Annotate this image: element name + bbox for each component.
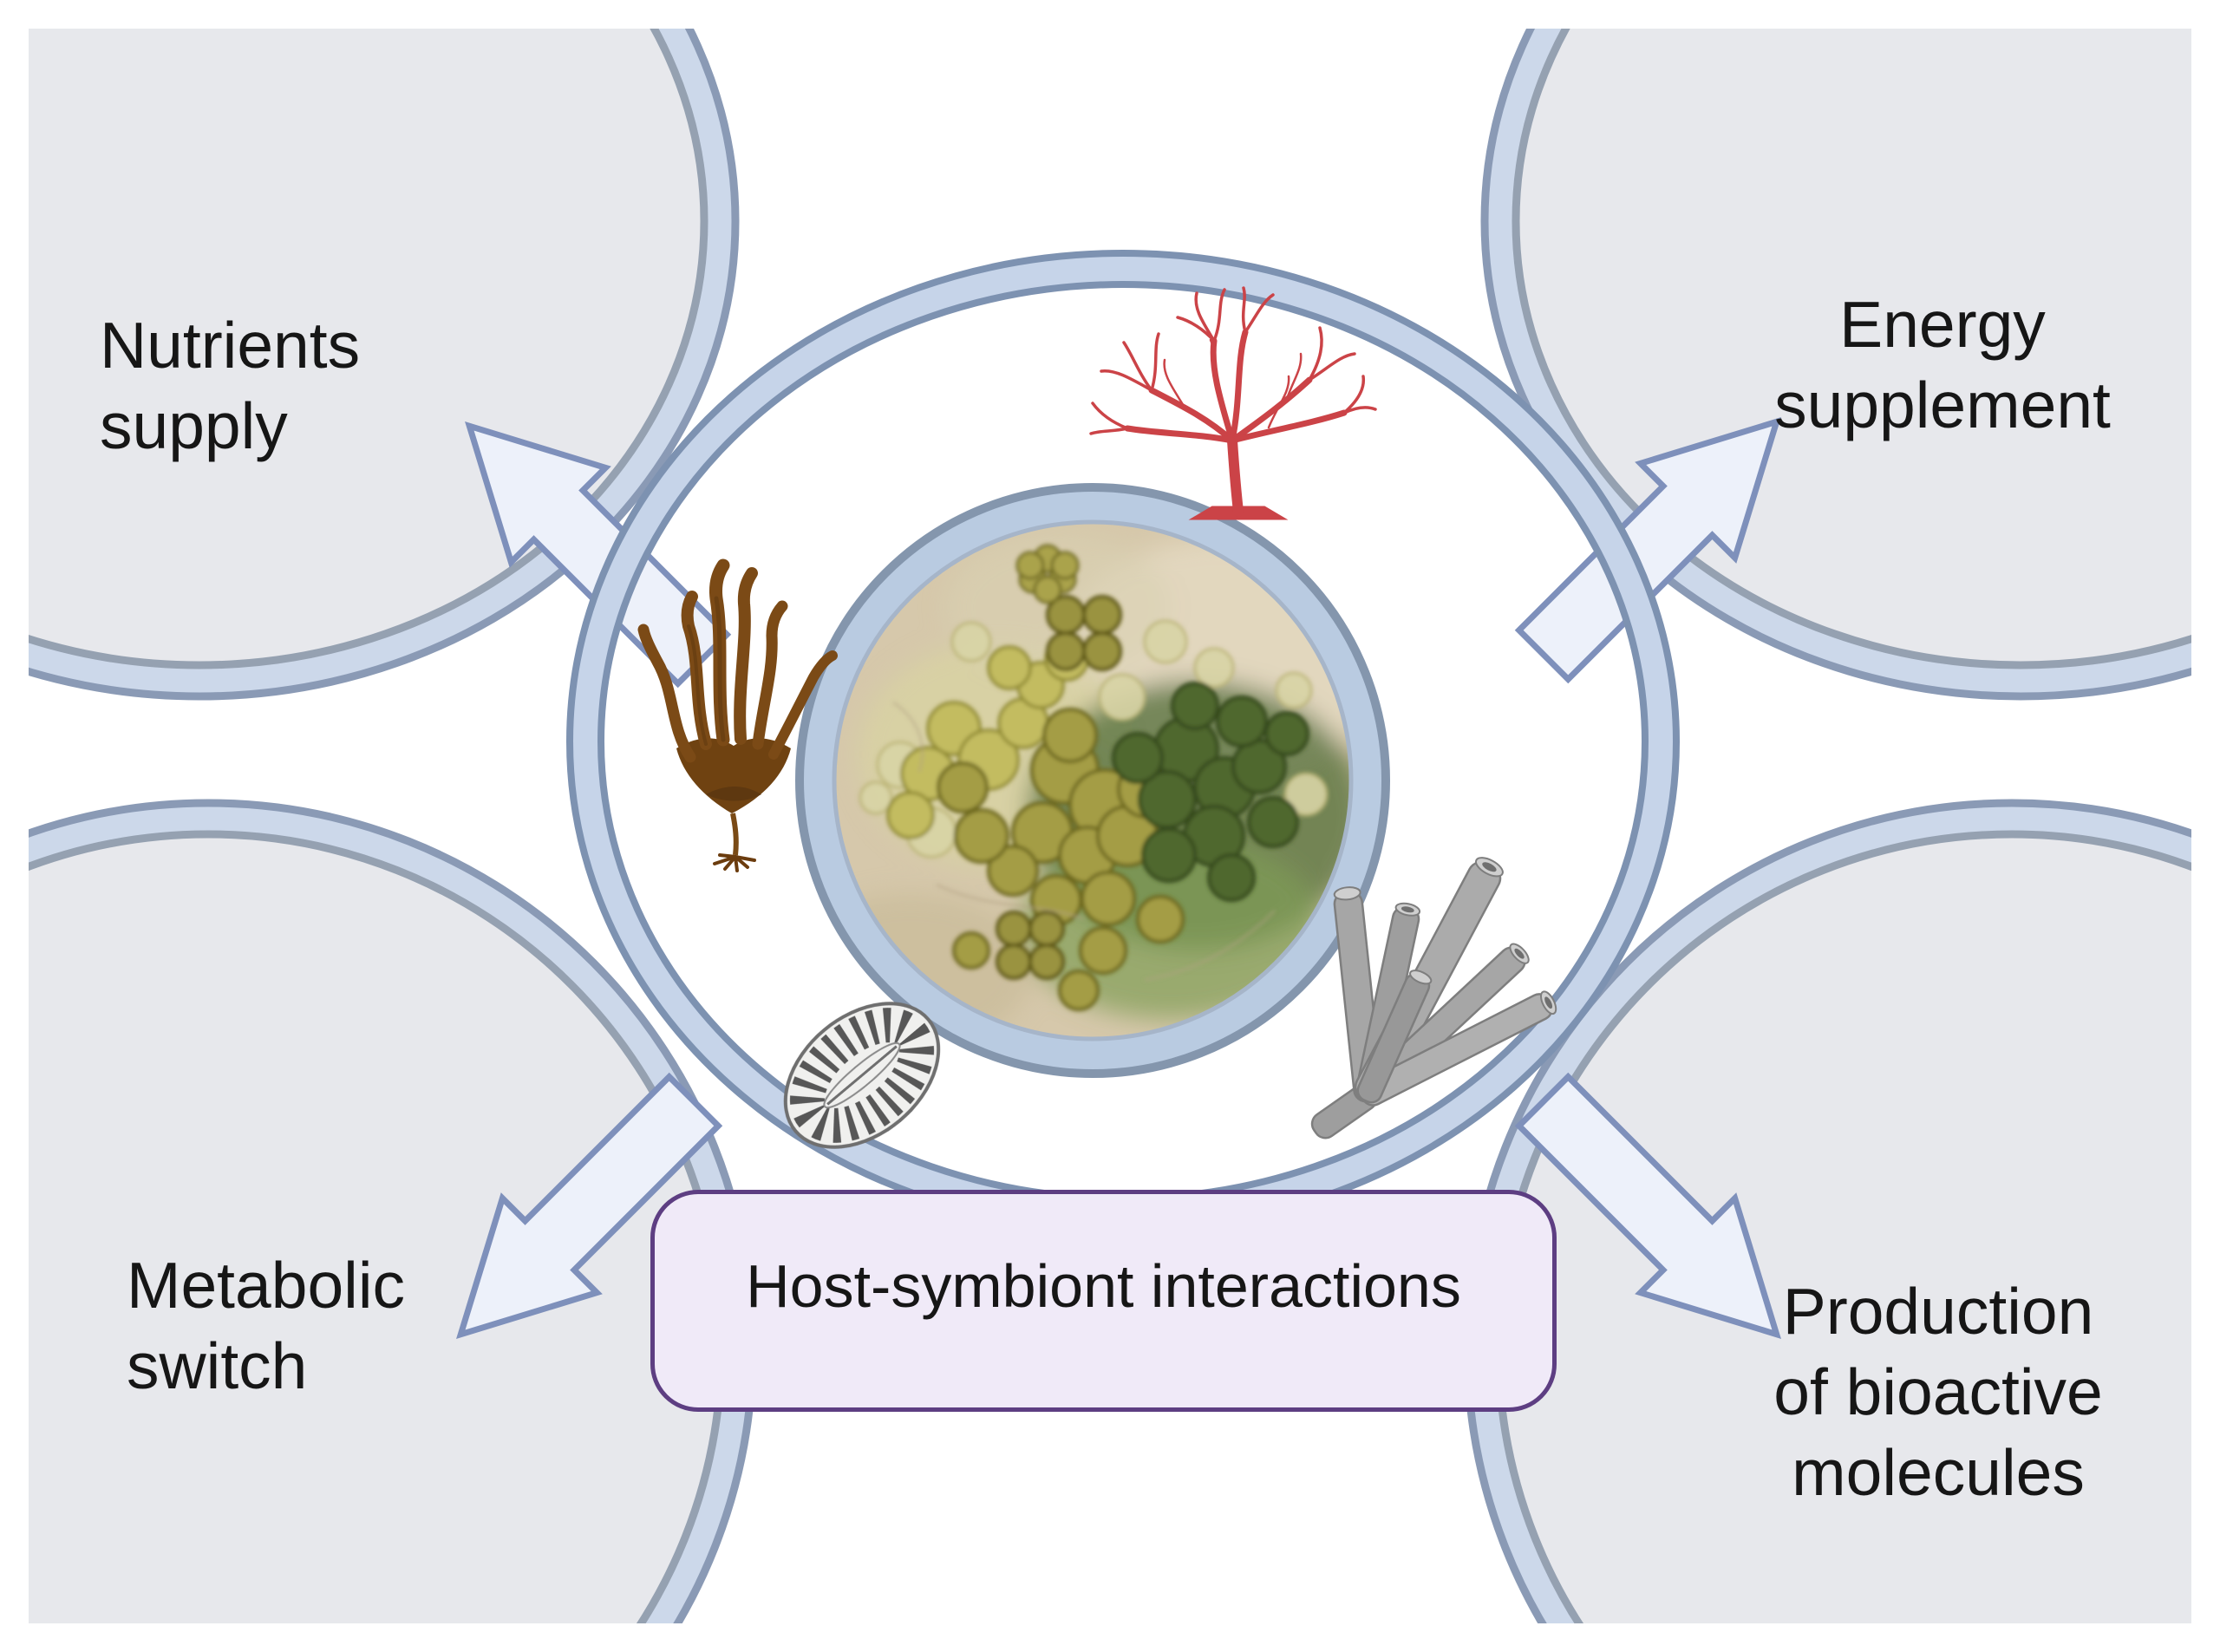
arrows — [456, 417, 1781, 1339]
label-line: Production — [1782, 1275, 2094, 1348]
arrow-top-left-icon — [465, 421, 732, 689]
tube-cluster-icon — [1310, 857, 1557, 1139]
label-line: supply — [100, 389, 288, 462]
arrow-bottom-left-icon — [456, 1072, 723, 1339]
algae-micrograph — [795, 483, 1390, 1078]
red-coral-icon — [1089, 286, 1377, 520]
host-symbiont-box-label: Host-symbiont interactions — [746, 1252, 1461, 1320]
label-energy-supplement: Energy supplement — [1726, 284, 2159, 446]
label-line: supplement — [1774, 369, 2111, 441]
host-symbiont-box: Host-symbiont interactions — [650, 1190, 1557, 1412]
arrow-top-right-icon — [1514, 417, 1781, 684]
label-line: Nutrients — [100, 309, 361, 382]
label-metabolic-switch: Metabolic switch — [127, 1245, 405, 1407]
brown-seaweed-icon — [637, 558, 838, 872]
label-line: Metabolic — [127, 1249, 405, 1322]
label-line: of bioactive — [1773, 1355, 2103, 1428]
label-line: Energy — [1839, 288, 2046, 361]
label-line: switch — [127, 1329, 308, 1402]
arrow-bottom-right-icon — [1514, 1072, 1781, 1339]
diatom-icon — [783, 1002, 941, 1149]
label-line: molecules — [1792, 1436, 2085, 1509]
label-production-bioactive: Production of bioactive molecules — [1721, 1271, 2155, 1513]
label-nutrients-supply: Nutrients supply — [100, 305, 360, 467]
